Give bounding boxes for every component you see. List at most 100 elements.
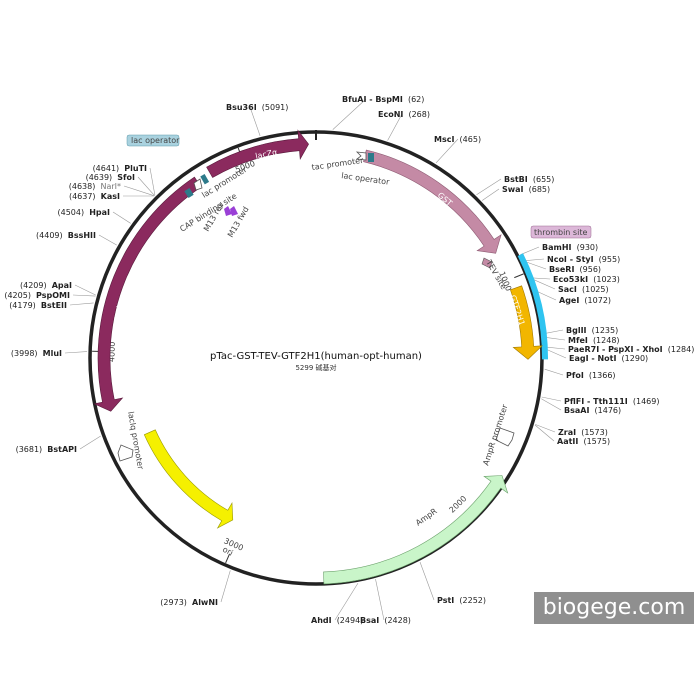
site-leader-line (220, 570, 231, 603)
restriction-site-label[interactable]: BamHI (930) (542, 235, 598, 254)
site-name: EagI - NotI (569, 354, 616, 363)
site-leader-line (79, 435, 101, 450)
site-leader-line (149, 167, 156, 196)
site-position: (1476) (595, 406, 622, 415)
restriction-site-label[interactable]: (4209) ApaI (20, 273, 72, 292)
ori-feature-arrow[interactable] (143, 429, 234, 529)
restriction-site-label[interactable]: (4409) BssHII (36, 223, 96, 242)
site-name: BseRI (549, 265, 574, 274)
laciq-promoter-arrow[interactable] (117, 444, 134, 462)
site-leader-line (544, 368, 564, 376)
restriction-site-label[interactable]: (3998) MluI (11, 341, 62, 360)
site-position: (1469) (633, 397, 660, 406)
restriction-site-label[interactable]: Bsu36I (5091) (226, 95, 288, 114)
restriction-site-label[interactable]: MscI (465) (434, 127, 481, 146)
site-leader-line (534, 424, 555, 442)
restriction-site-labels: BfuAI - BspMI (62)EcoNI (268)MscI (465) B… (4, 87, 694, 627)
laci-label: lacI (113, 305, 124, 320)
lac-operator-box[interactable] (368, 153, 374, 162)
site-name: PaeR7I - PspXI - XhoI (568, 345, 663, 354)
site-name: MluI (43, 349, 62, 358)
restriction-site-label[interactable]: BsaAI (1476) (564, 398, 621, 417)
site-position: (1072) (584, 296, 611, 305)
tac-promoter-arrow[interactable] (355, 151, 367, 161)
tev-site-box[interactable] (481, 257, 493, 269)
site-leader-line (64, 351, 88, 354)
restriction-site-label[interactable]: (4179) BstEII (9, 293, 67, 312)
restriction-site-label[interactable]: SwaI (685) (502, 177, 550, 196)
site-name: PluTI (124, 164, 147, 173)
site-position: (4641) (93, 164, 120, 173)
restriction-site-label[interactable]: EagI - NotI (1290) (569, 346, 648, 365)
restriction-site-label[interactable]: BstBI (655) (504, 167, 554, 186)
site-leader-line (530, 278, 556, 290)
restriction-site-label[interactable]: BfuAI - BspMI (62) (342, 87, 424, 106)
site-position: (4409) (36, 231, 63, 240)
m13-rev-primer[interactable] (224, 206, 232, 216)
restriction-site-label[interactable]: SacI (1025) (558, 277, 609, 296)
restriction-site-label[interactable]: (2973) AlwNI (160, 590, 218, 609)
restriction-site-label[interactable]: AhdI (2494) (311, 608, 363, 627)
cap-binding-site-box[interactable] (184, 188, 194, 198)
laci-feature-arrow[interactable] (93, 176, 202, 412)
restriction-site-label[interactable]: BglII (1235) (566, 318, 618, 337)
site-leader-line (435, 138, 459, 164)
site-position: (1248) (593, 336, 620, 345)
restriction-site-label[interactable]: BsaI (2428) (360, 608, 411, 627)
restriction-site-label[interactable]: (4504) HpaI (58, 200, 111, 219)
restriction-site-label[interactable]: PflFI - Tth111I (1469) (564, 389, 659, 408)
restriction-site-label[interactable]: MfeI (1248) (568, 328, 620, 347)
site-name: AatII (557, 437, 578, 446)
restriction-site-label[interactable]: BseRI (956) (549, 257, 601, 276)
thrombin-label: thrombin site (534, 228, 587, 237)
restriction-site-label[interactable]: PaeR7I - PspXI - XhoI (1284) (568, 337, 694, 356)
gtf2h1-feature-arrow[interactable] (510, 285, 543, 360)
ruler-tick (514, 273, 524, 279)
site-leader-line (419, 561, 435, 601)
site-position: (1575) (583, 437, 610, 446)
site-leader-line (544, 348, 567, 359)
site-leader-line (249, 106, 261, 136)
site-leader-line (137, 176, 155, 196)
site-leader-line (541, 396, 562, 402)
lac-promoter-arrow[interactable] (193, 178, 203, 191)
restriction-site-label[interactable]: (4205) PspOMI (4, 283, 70, 302)
site-position: (2973) (160, 598, 187, 607)
site-leader-line (482, 188, 500, 201)
lac-operator-box-2[interactable] (200, 174, 210, 185)
restriction-site-label[interactable]: AgeI (1072) (559, 288, 611, 307)
restriction-site-label[interactable]: (4638) NarI* (69, 174, 121, 193)
restriction-site-label[interactable]: AatII (1575) (557, 429, 610, 448)
watermark: biogege.com (534, 592, 694, 624)
plasmid-title: pTac-GST-TEV-GTF2H1(human-opt-human) (210, 351, 422, 362)
restriction-site-label[interactable]: (3681) BstAPI (16, 437, 77, 456)
site-position: (1023) (593, 275, 620, 284)
restriction-site-label[interactable]: (4641) PluTI (93, 156, 147, 175)
site-name: AgeI (559, 296, 579, 305)
plasmid-size: 5299 碱基对 (295, 363, 336, 372)
site-leader-line (541, 398, 562, 411)
site-leader-line (387, 113, 403, 141)
restriction-site-label[interactable]: (4637) KasI (69, 184, 120, 203)
restriction-site-label[interactable]: NcoI - StyI (955) (547, 247, 620, 266)
restriction-site-label[interactable]: PstI (2252) (437, 588, 486, 607)
ampr-promoter-arrow[interactable] (495, 427, 515, 447)
site-name: PfoI (566, 371, 584, 380)
restriction-site-label[interactable]: PfoI (1366) (566, 363, 616, 382)
site-name: SwaI (502, 185, 524, 194)
ampr-feature-arrow[interactable] (323, 475, 509, 585)
restriction-site-label[interactable]: Eco53kI (1023) (553, 267, 620, 286)
restriction-site-label[interactable]: ZraI (1573) (558, 420, 608, 439)
lacza-feature-arrow[interactable] (206, 129, 309, 178)
gst-feature-arrow[interactable] (363, 149, 502, 254)
m13-fwd-primer[interactable] (230, 206, 238, 216)
site-position: (268) (408, 110, 430, 119)
site-position: (4639) (86, 173, 113, 182)
site-position: (1366) (589, 371, 616, 380)
thrombin-site-feature[interactable] (517, 253, 549, 360)
site-position: (4205) (4, 291, 31, 300)
site-name: KasI (101, 192, 120, 201)
restriction-site-label[interactable]: (4639) SfoI (86, 165, 135, 184)
restriction-site-label[interactable]: EcoNI (268) (378, 102, 430, 121)
